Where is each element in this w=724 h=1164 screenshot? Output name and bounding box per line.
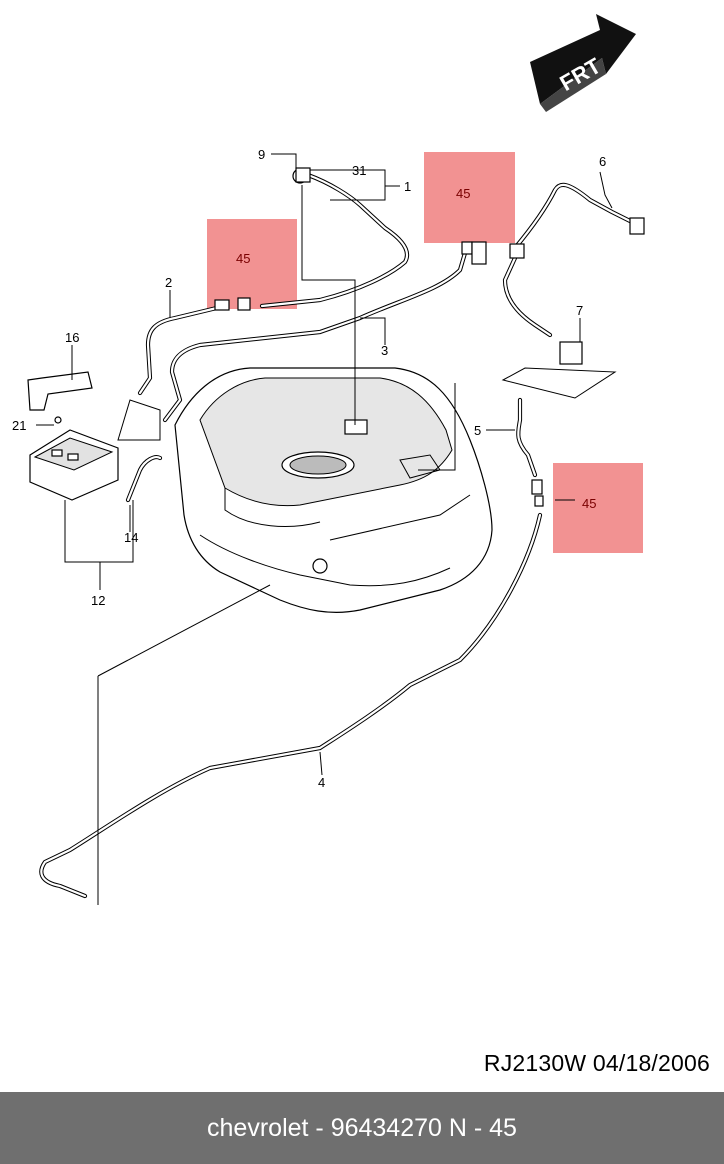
- callout-6: 6: [599, 154, 606, 169]
- highlight-box-upper-right: [424, 152, 515, 243]
- diagram-reference-code: RJ2130W 04/18/2006: [483, 1050, 710, 1076]
- callout-9: 9: [258, 147, 265, 162]
- fuel-feed-pipe: [39, 512, 543, 905]
- callout-labels: 9 31 1 6 2 3 7 16 21 5 14 12 4 45 45 45: [12, 147, 606, 790]
- callout-14: 14: [124, 530, 138, 545]
- callout-7: 7: [576, 303, 583, 318]
- callout-3: 3: [381, 343, 388, 358]
- highlight-box-lower-right: [553, 463, 643, 553]
- highlight-box-upper-left: [207, 219, 297, 309]
- callout-2: 2: [165, 275, 172, 290]
- canister-assembly: [27, 371, 163, 503]
- callout-31: 31: [352, 163, 366, 178]
- callout-16: 16: [65, 330, 79, 345]
- highlight-label-lower-right: 45: [582, 496, 596, 511]
- footer-part-text: chevrolet - 96434270 N - 45: [207, 1113, 517, 1142]
- canister-pipes: [501, 182, 645, 507]
- callout-21: 21: [12, 418, 26, 433]
- footer-bar: chevrolet - 96434270 N - 45: [0, 1092, 724, 1164]
- highlight-label-upper-right: 45: [456, 186, 470, 201]
- highlight-label-upper-left: 45: [236, 251, 250, 266]
- callout-1: 1: [404, 179, 411, 194]
- callout-4: 4: [318, 775, 325, 790]
- callout-leaders: [36, 153, 613, 776]
- front-direction-arrow: FRT: [530, 14, 636, 112]
- fuel-system-diagram: FRT: [12, 14, 645, 905]
- callout-5: 5: [474, 423, 481, 438]
- callout-12: 12: [91, 593, 105, 608]
- fuel-tank: [174, 367, 493, 613]
